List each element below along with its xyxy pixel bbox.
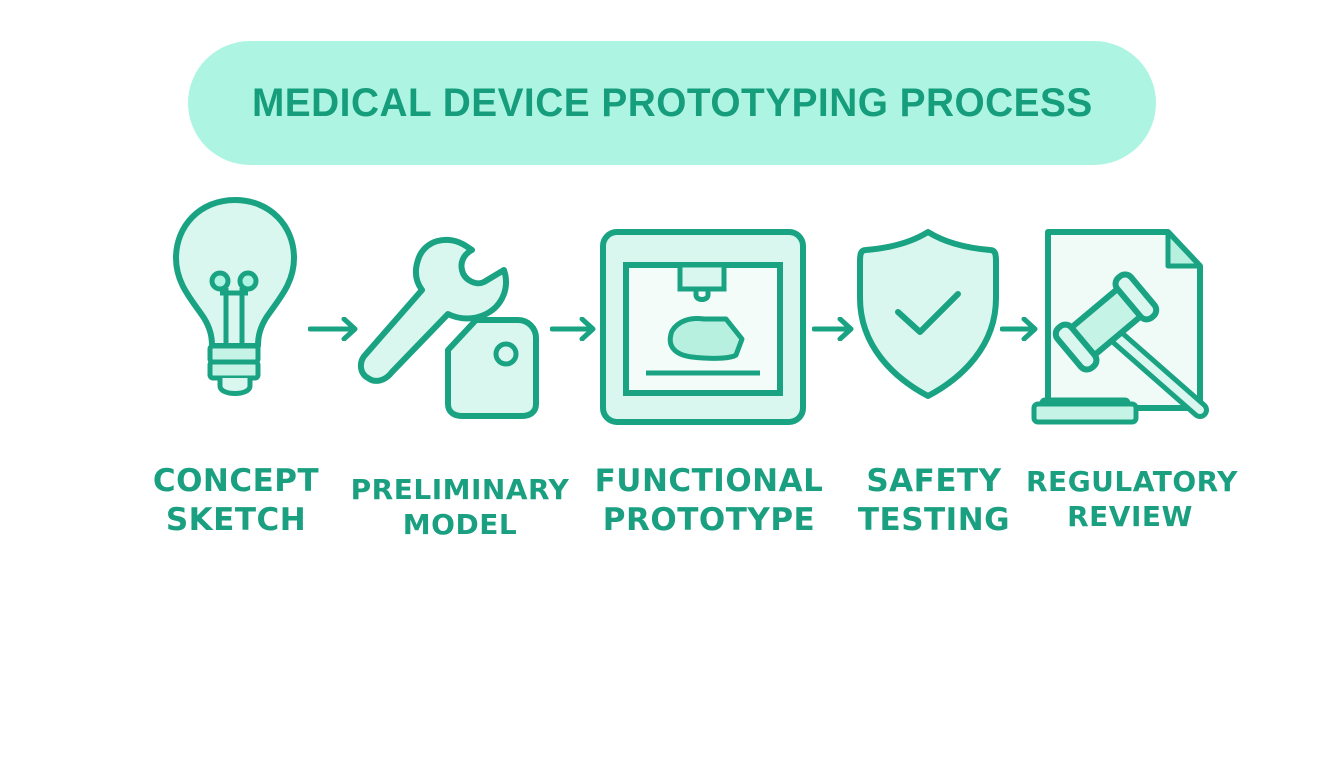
lightbulb-icon: [170, 196, 300, 406]
step-label-line2: MODEL: [402, 508, 518, 541]
gavel-document-icon: [1030, 228, 1210, 426]
step-label-line2: SKETCH: [165, 501, 307, 538]
step-label-line1: CONCEPT: [152, 463, 320, 499]
step-label-line1: REGULATORY: [1026, 465, 1238, 498]
step-label-safety-testing: SAFETY TESTING: [846, 462, 1022, 540]
step-label-line1: SAFETY: [866, 463, 1002, 499]
step-label-line2: REVIEW: [1067, 500, 1193, 533]
step-label-line2: TESTING: [857, 501, 1011, 538]
wrench-and-part-icon: [356, 226, 546, 421]
shield-check-icon: [856, 228, 1000, 400]
step-label-regulatory-review: REGULATORY REVIEW: [1026, 464, 1238, 534]
arrow-right-icon: [811, 316, 856, 345]
3d-printer-icon: [600, 229, 806, 425]
step-label-line2: PROTOTYPE: [602, 501, 816, 538]
step-label-line1: FUNCTIONAL: [594, 463, 824, 499]
title-banner: MEDICAL DEVICE PROTOTYPING PROCESS: [188, 41, 1156, 165]
step-label-line1: PRELIMINARY: [350, 473, 570, 506]
step-label-concept-sketch: CONCEPT SKETCH: [138, 462, 334, 540]
step-label-functional-prototype: FUNCTIONAL PROTOTYPE: [586, 462, 832, 540]
step-label-preliminary-model: PRELIMINARY MODEL: [345, 472, 575, 542]
page-title: MEDICAL DEVICE PROTOTYPING PROCESS: [251, 80, 1093, 125]
arrow-right-icon: [307, 316, 360, 345]
arrow-right-icon: [999, 316, 1040, 345]
arrow-right-icon: [549, 316, 598, 345]
